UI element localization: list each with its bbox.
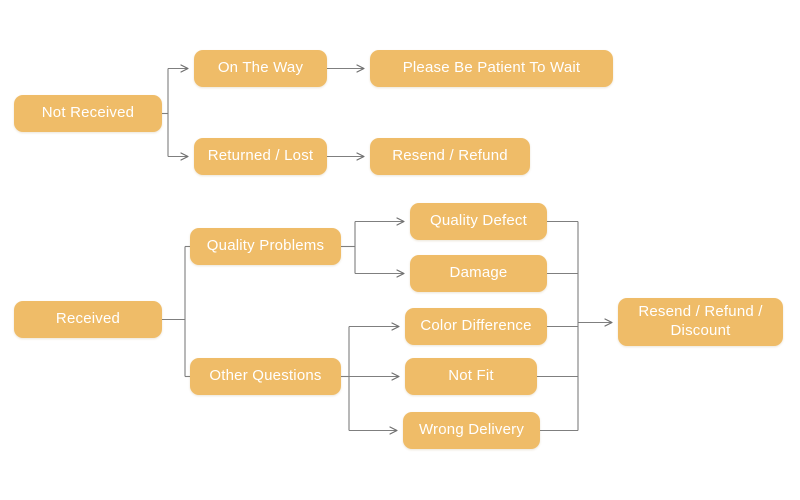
edge-received-split [162, 245, 190, 378]
node-label: Damage [449, 264, 508, 282]
node-please-be-patient-to-wait[interactable]: Please Be Patient To Wait [370, 50, 613, 87]
node-label: Returned / Lost [207, 147, 314, 165]
node-label: Resend / Refund / Discount [638, 303, 763, 339]
node-on-the-way[interactable]: On The Way [194, 50, 327, 87]
edge-merge-to-resolution [537, 220, 613, 432]
node-not-received[interactable]: Not Received [14, 95, 162, 132]
node-received[interactable]: Received [14, 301, 162, 338]
node-label: Wrong Delivery [418, 421, 525, 439]
node-quality-defect[interactable]: Quality Defect [410, 203, 547, 240]
node-label: Not Received [41, 104, 135, 122]
node-resend-refund-discount[interactable]: Resend / Refund / Discount [618, 298, 783, 346]
node-damage[interactable]: Damage [410, 255, 547, 292]
node-label: Quality Defect [429, 212, 527, 230]
node-label: Other Questions [209, 367, 322, 385]
node-color-difference[interactable]: Color Difference [405, 308, 547, 345]
node-label: Color Difference [420, 317, 532, 335]
node-other-questions[interactable]: Other Questions [190, 358, 341, 395]
edge-quality-problems-split [341, 217, 405, 278]
node-label: Please Be Patient To Wait [402, 59, 581, 77]
node-quality-problems[interactable]: Quality Problems [190, 228, 341, 265]
node-resend-refund[interactable]: Resend / Refund [370, 138, 530, 175]
edge-other-questions-split [341, 322, 400, 435]
node-label: Received [55, 310, 121, 328]
node-label: Resend / Refund [392, 147, 508, 165]
node-label: Not Fit [448, 367, 494, 385]
node-wrong-delivery[interactable]: Wrong Delivery [403, 412, 540, 449]
node-label: On The Way [217, 59, 304, 77]
node-label: Quality Problems [206, 237, 325, 255]
node-returned-lost[interactable]: Returned / Lost [194, 138, 327, 175]
node-not-fit[interactable]: Not Fit [405, 358, 537, 395]
edge-not-received-split [162, 64, 189, 161]
